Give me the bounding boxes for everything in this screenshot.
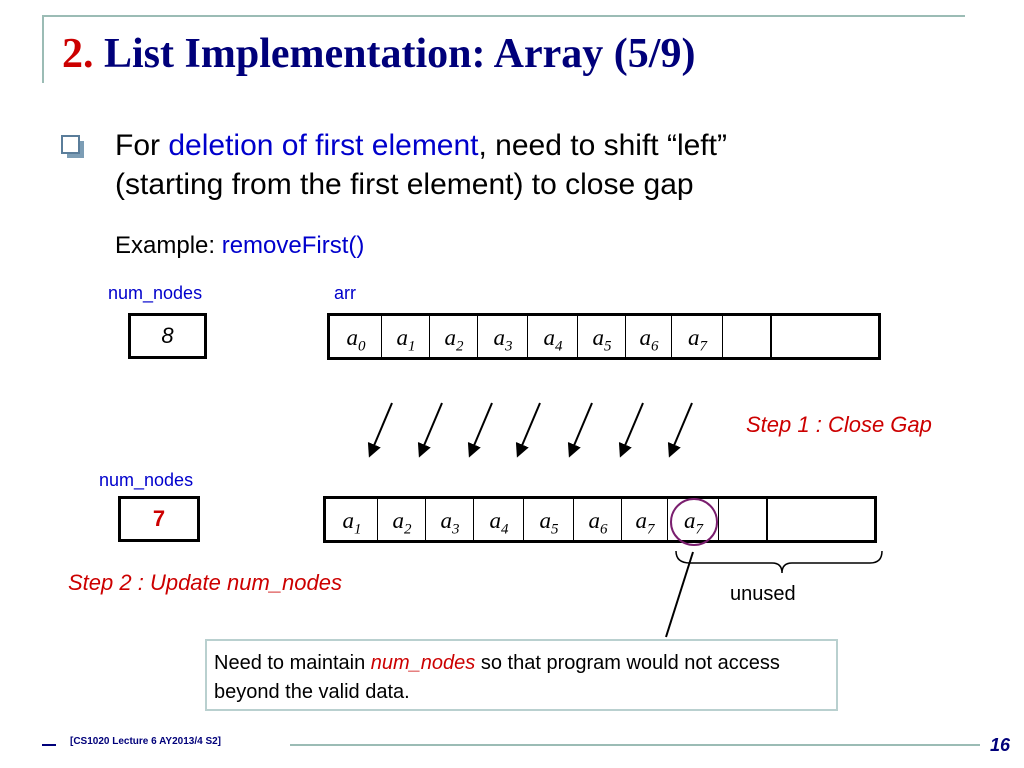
before-cell-value: a6: [639, 325, 659, 355]
before-cell: a1: [382, 316, 430, 357]
before-cell-divider: [671, 316, 672, 357]
after-cell: a3: [426, 499, 474, 540]
note-pointer: [665, 551, 694, 638]
before-cell-value: a7: [688, 325, 707, 355]
footer-rule-right: [290, 744, 980, 746]
note-post: so that program would not access beyond …: [214, 652, 780, 703]
after-cell: a7: [622, 499, 668, 540]
before-cell-divider: [577, 316, 578, 357]
before-cell: a0: [330, 316, 382, 357]
bullet-highlight: deletion of first element: [168, 129, 479, 162]
shift-arrow: [667, 402, 693, 458]
step1-label: Step 1 : Close Gap: [746, 412, 932, 437]
shift-arrow: [567, 402, 593, 458]
before-cell: a5: [578, 316, 626, 357]
after-cell-divider: [621, 499, 622, 540]
title-text: List Implementation: Array (5/9): [104, 31, 696, 77]
before-cell: a2: [430, 316, 478, 357]
after-cell: a4: [474, 499, 524, 540]
before-cell-divider: [625, 316, 626, 357]
slide-title: 2. List Implementation: Array (5/9): [62, 30, 695, 78]
shift-arrows: [367, 402, 693, 458]
checkbox-bullet-icon: [61, 135, 84, 158]
before-cell-value: a1: [396, 325, 416, 355]
after-cell-divider: [473, 499, 474, 540]
after-cell-value: a7: [635, 508, 655, 538]
after-cell: a5: [524, 499, 574, 540]
note-text: Need to maintain num_nodes so that progr…: [214, 649, 834, 707]
before-cell-value: a5: [592, 325, 612, 355]
after-cell: a7: [668, 499, 719, 540]
highlight-circle: [670, 498, 718, 546]
after-cell-divider: [425, 499, 426, 540]
after-cell-divider: [377, 499, 378, 540]
before-cell-divider: [477, 316, 478, 357]
before-cell: a7: [672, 316, 723, 357]
after-cell-divider: [573, 499, 574, 540]
after-num-nodes-box: 7: [118, 496, 200, 542]
before-cell: a3: [478, 316, 528, 357]
after-cell-divider: [718, 499, 719, 540]
shift-arrow: [467, 402, 493, 458]
before-cell-divider: [722, 316, 723, 357]
after-cell-divider: [523, 499, 524, 540]
before-cell-value: a2: [444, 325, 464, 355]
after-cell: a6: [574, 499, 622, 540]
example-line: Example: removeFirst(): [115, 232, 364, 260]
unused-label: unused: [730, 583, 796, 605]
footer-rule-left: [42, 744, 56, 746]
note-box: [205, 639, 838, 711]
before-arr-label: arr: [334, 283, 356, 303]
before-cell-value: a0: [346, 325, 366, 355]
unused-brace: [675, 550, 883, 574]
note-pre: Need to maintain: [214, 652, 371, 674]
before-cell-divider: [527, 316, 528, 357]
after-cell-divider: [667, 499, 668, 540]
example-label: Example:: [115, 232, 222, 259]
before-cell-divider: [770, 316, 772, 357]
before-cell-divider: [429, 316, 430, 357]
after-cell-value: a4: [489, 508, 509, 538]
after-cell-value: a1: [342, 508, 362, 538]
shift-arrow: [367, 402, 393, 458]
example-code: removeFirst(): [221, 232, 365, 259]
after-cell-value: a2: [392, 508, 412, 538]
page-number: 16: [990, 735, 1011, 755]
after-cell-divider: [766, 499, 768, 540]
note-em: num_nodes: [370, 652, 476, 674]
before-cell: a4: [528, 316, 578, 357]
before-cell-divider: [381, 316, 382, 357]
before-cell-value: a3: [493, 325, 513, 355]
before-num-nodes-label: num_nodes: [108, 283, 203, 303]
bullet-prefix: For: [115, 129, 169, 162]
after-cell-value: a7: [684, 508, 703, 538]
after-cell: a2: [378, 499, 426, 540]
shift-arrow: [515, 402, 541, 458]
before-cell: a6: [626, 316, 672, 357]
before-num-nodes-box: 8: [128, 313, 207, 359]
before-cell-value: a4: [543, 325, 563, 355]
after-cell-value: a6: [588, 508, 608, 538]
after-array: a1 a2 a3 a4 a5 a6 a7 a7: [323, 496, 877, 543]
bullet-text: For deletion of first element, need to s…: [115, 126, 727, 204]
bullet-line2: (starting from the first element) to clo…: [115, 168, 694, 201]
after-num-nodes-label: num_nodes: [99, 470, 194, 490]
bullet-rest: , need to shift “left”: [478, 129, 727, 162]
footer-course: [CS1020 Lecture 6 AY2013/4 S2]: [70, 736, 222, 747]
left-rule: [42, 15, 44, 83]
shift-arrow: [618, 402, 644, 458]
before-array: a0 a1 a2 a3 a4 a5 a6 a7: [327, 313, 881, 360]
title-number: 2.: [62, 31, 94, 77]
top-rule: [42, 15, 965, 17]
shift-arrow: [417, 402, 443, 458]
after-cell: a1: [326, 499, 378, 540]
after-cell-value: a5: [539, 508, 559, 538]
step2-label: Step 2 : Update num_nodes: [68, 570, 342, 595]
after-cell-value: a3: [440, 508, 460, 538]
